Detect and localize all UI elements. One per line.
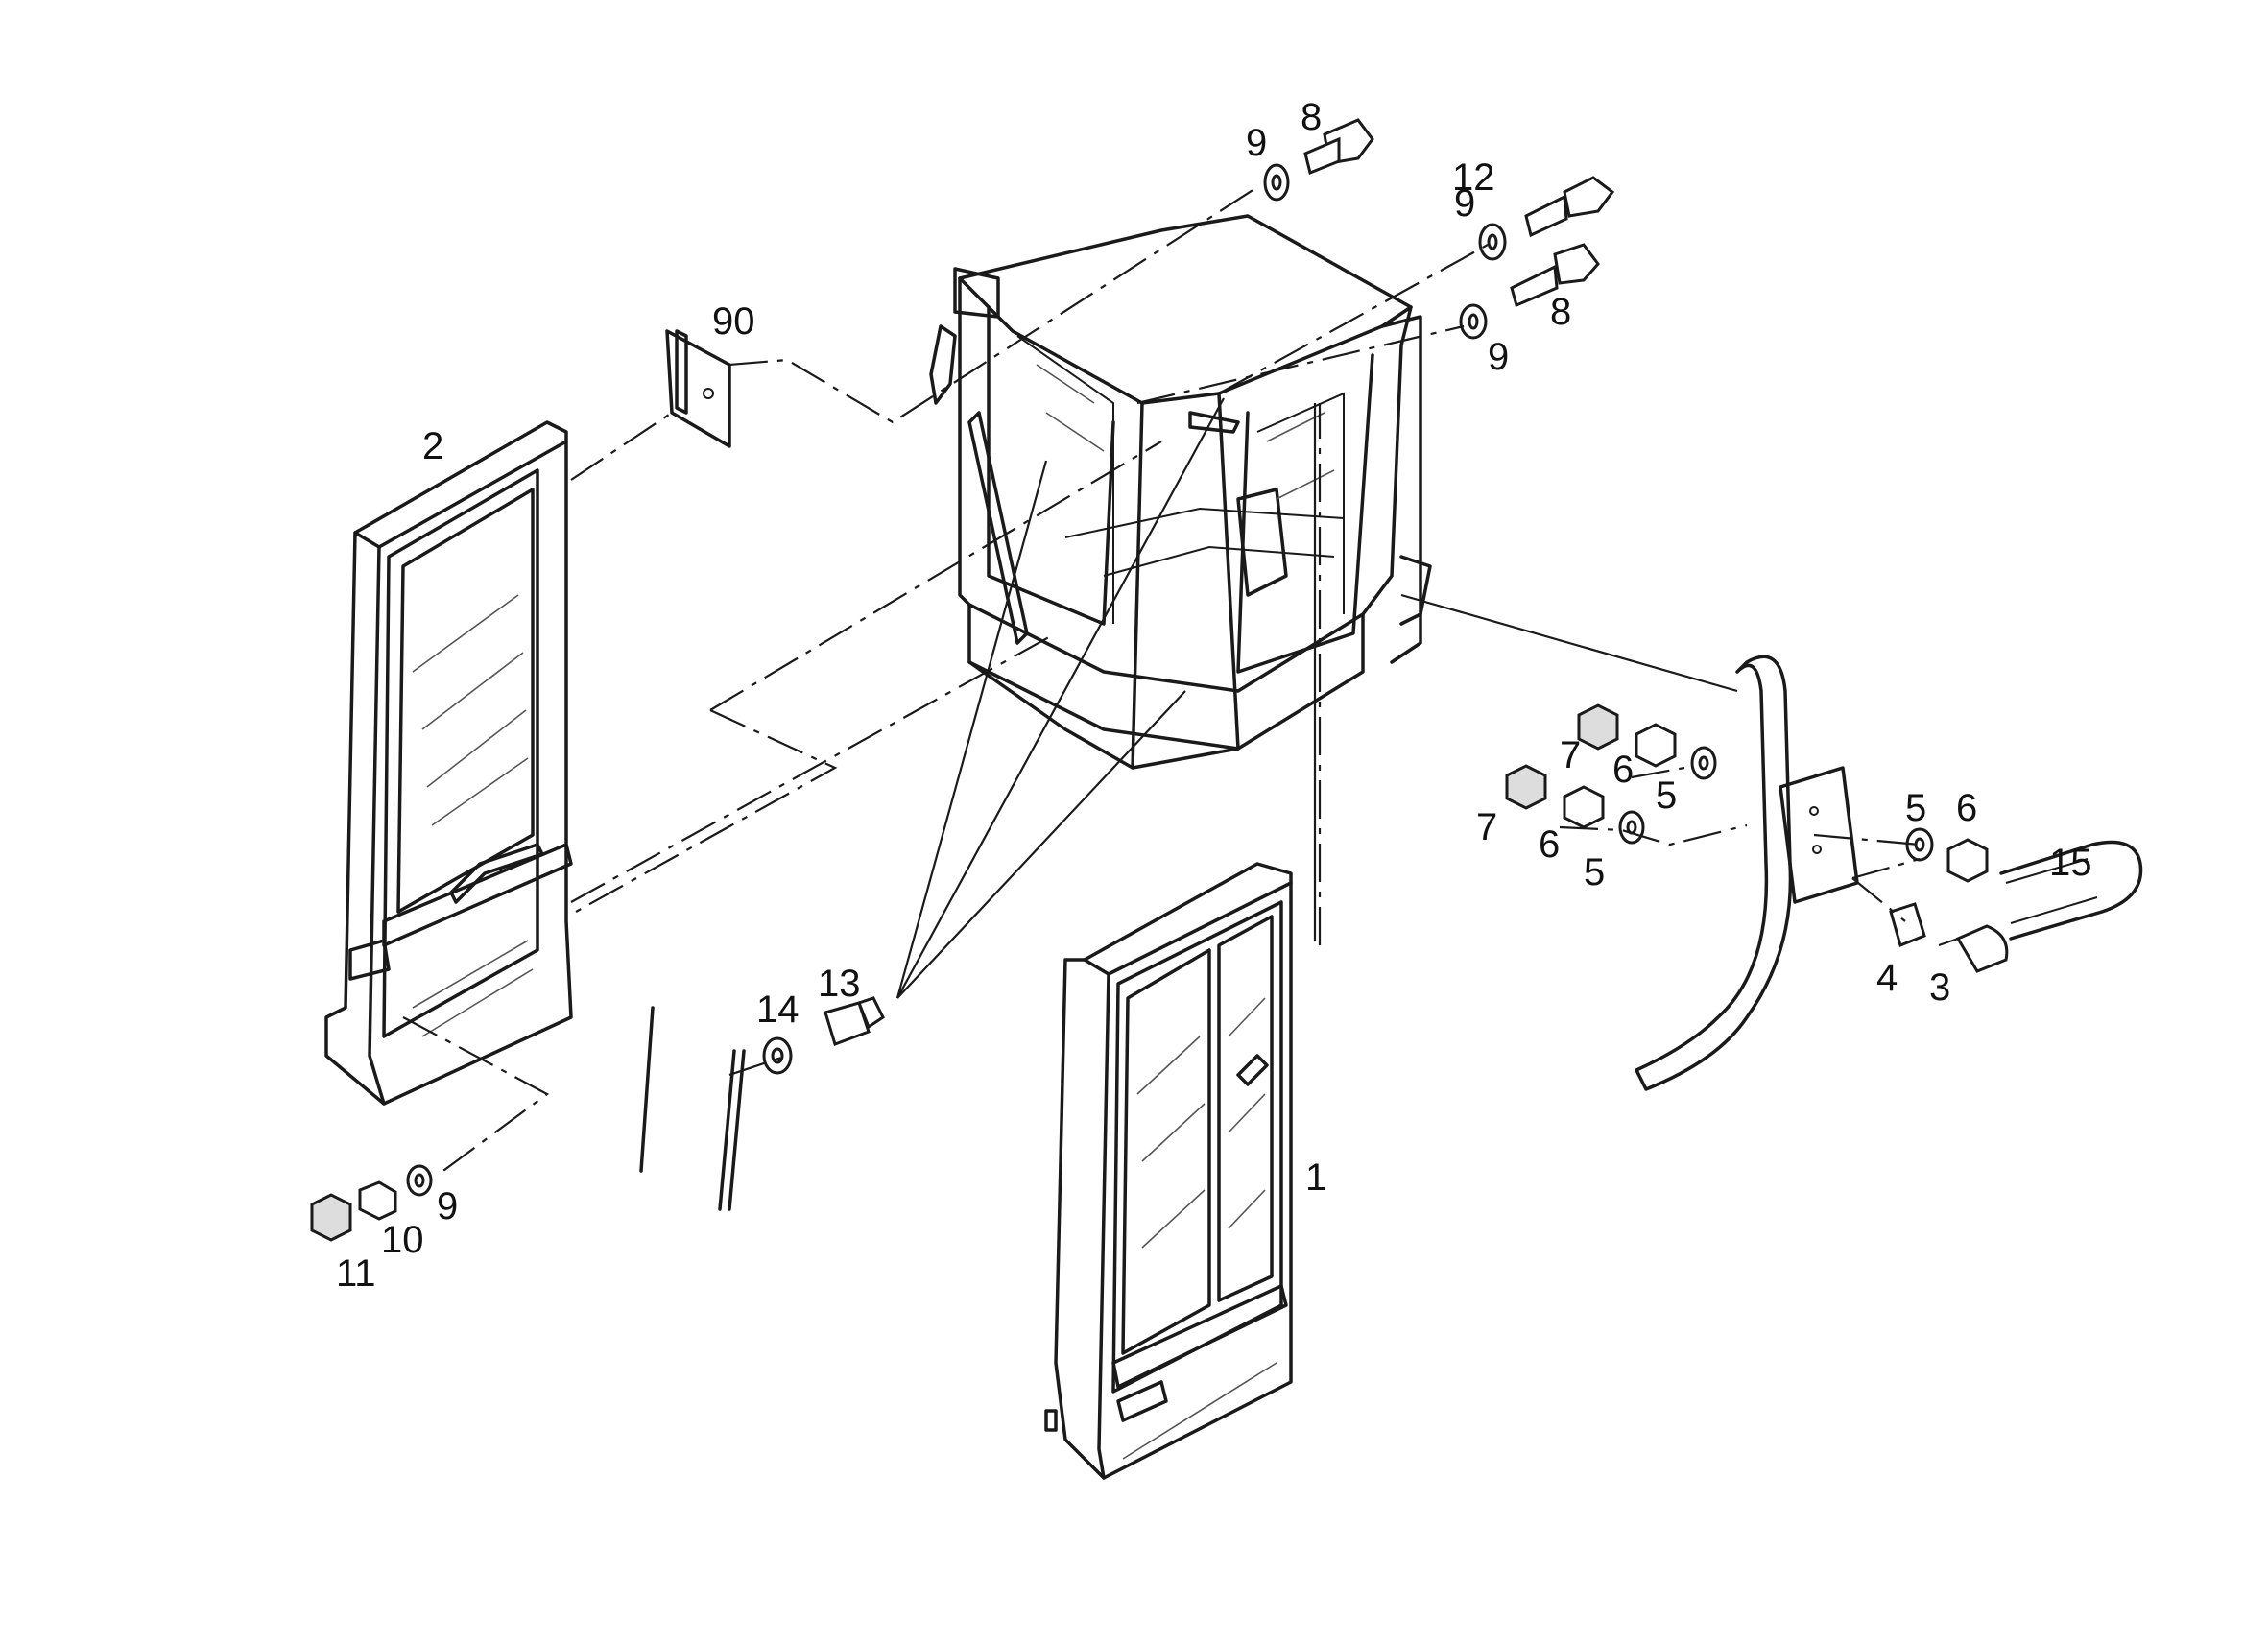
bolt-13: [824, 996, 885, 1046]
callout-10: 10: [381, 1219, 424, 1261]
callout-labels: 1 2 3 4 5 5 5 6 6 6 7 7 8 8 9 9 9 9 10 1…: [336, 96, 2092, 1295]
bolt-12: [1524, 176, 1615, 238]
nuts-lower-left: [310, 1164, 433, 1242]
callout-9d: 9: [437, 1185, 458, 1227]
callout-9a: 9: [1246, 122, 1267, 164]
hinge-plate: [665, 329, 731, 448]
callout-11: 11: [336, 1252, 376, 1295]
callout-5b: 5: [1584, 851, 1605, 893]
callout-6c: 6: [1956, 787, 1977, 829]
washer-9-right: [1459, 303, 1488, 340]
callout-12: 12: [1452, 156, 1495, 199]
callout-2: 2: [422, 425, 443, 467]
right-door: [1044, 862, 1293, 1480]
callout-6b: 6: [1539, 823, 1560, 866]
callout-1: 1: [1305, 1156, 1326, 1199]
washer-14: [762, 1036, 793, 1075]
callout-15: 15: [2049, 842, 2092, 884]
leader-lines: [402, 186, 1921, 1177]
washer-9-top: [1263, 163, 1290, 202]
nuts-lower-row: [1505, 764, 1645, 845]
callout-6a: 6: [1612, 749, 1634, 791]
callout-90: 90: [712, 300, 755, 343]
callout-4: 4: [1876, 957, 1898, 999]
knob-3: [1938, 924, 2009, 973]
nuts-upper-row: [1577, 703, 1717, 780]
cab-body: [929, 214, 1432, 770]
callout-8a: 8: [1301, 96, 1322, 138]
callout-14: 14: [756, 989, 800, 1031]
callout-9c: 9: [1488, 336, 1509, 378]
callout-8b: 8: [1550, 291, 1571, 333]
u-bolt-15: [1999, 840, 2143, 941]
callout-7a: 7: [1560, 734, 1581, 776]
wiper-blades: [639, 1006, 746, 1211]
callout-7b: 7: [1476, 806, 1497, 848]
nuts-right-row: [1905, 827, 1989, 883]
callout-5a: 5: [1656, 774, 1677, 817]
spacer-4: [1889, 902, 1926, 948]
grab-handle: [1635, 655, 1859, 1091]
callout-13: 13: [818, 963, 861, 1005]
left-door: [324, 420, 573, 1106]
callout-3: 3: [1929, 966, 1950, 1009]
callout-5c: 5: [1905, 787, 1926, 829]
washer-9-mid: [1478, 223, 1507, 261]
callout-9b: 9: [1454, 182, 1475, 225]
bolt-8-right: [1510, 243, 1600, 308]
bolt-8-top: [1303, 118, 1374, 176]
